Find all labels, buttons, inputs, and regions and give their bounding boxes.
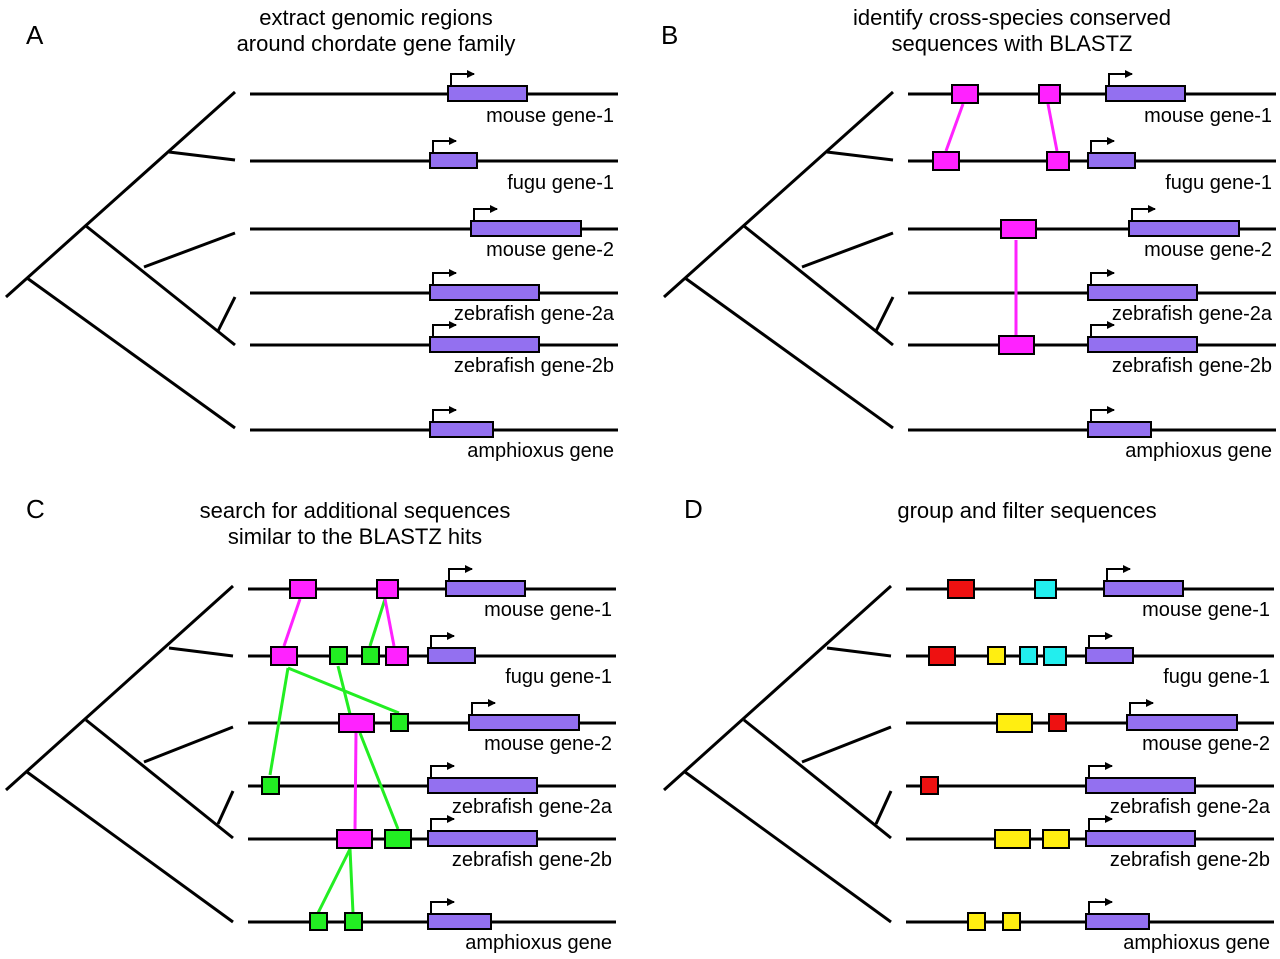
gene-label: amphioxus gene	[465, 932, 612, 954]
gene-label: zebrafish gene-2a	[1110, 796, 1271, 818]
gene-label: zebrafish gene-2a	[1112, 303, 1273, 325]
gene-box	[429, 321, 540, 353]
panel-letter: C	[26, 494, 45, 524]
panel-letter: B	[661, 20, 678, 50]
gene-labels: mouse gene-1 fugu gene-1 mouse gene-2 ze…	[454, 105, 615, 462]
gene-box	[427, 762, 538, 794]
gene-label: zebrafish gene-2b	[454, 355, 614, 377]
panel-d: D group and filter sequences	[662, 494, 1274, 954]
gene-label: fugu gene-1	[1165, 172, 1272, 194]
gene-box	[1126, 699, 1238, 731]
gene-label: mouse gene-1	[1142, 599, 1270, 621]
gene-box	[1087, 321, 1198, 353]
gene-box	[468, 699, 580, 731]
gene-box	[470, 205, 582, 237]
phylogenetic-tree	[662, 584, 893, 924]
gene-label: mouse gene-1	[1144, 105, 1272, 127]
gene-box	[427, 898, 492, 930]
blastz-links	[282, 598, 396, 831]
gene-label: mouse gene-2	[1144, 239, 1272, 261]
panel-title: group and filter sequences	[897, 498, 1156, 523]
gene-box	[1085, 762, 1196, 794]
gene-labels: mouse gene-1 fugu gene-1 mouse gene-2 ze…	[452, 599, 613, 954]
panel-b: B identify cross-species conserved seque…	[661, 5, 1276, 462]
gene-box	[427, 632, 476, 664]
phylogenetic-tree	[662, 90, 895, 430]
gene-label: mouse gene-1	[486, 105, 614, 127]
gene-box	[429, 137, 478, 169]
blastz-links	[944, 103, 1059, 336]
gene-label: mouse gene-2	[1142, 733, 1270, 755]
gene-box	[447, 70, 528, 102]
genomic-regions	[248, 565, 616, 931]
gene-box	[445, 565, 526, 597]
panel-c: C search for additional sequences simila…	[4, 494, 616, 954]
gene-label: amphioxus gene	[1123, 932, 1270, 954]
panel-title: identify cross-species conserved	[853, 5, 1171, 30]
panel-title: extract genomic regions	[259, 5, 493, 30]
gene-box	[427, 815, 538, 847]
genomic-regions	[250, 70, 618, 438]
gene-box	[429, 269, 540, 301]
panel-letter: A	[26, 20, 44, 50]
gene-label: amphioxus gene	[467, 440, 614, 462]
gene-label: zebrafish gene-2b	[1110, 849, 1270, 871]
gene-box	[1087, 406, 1152, 438]
gene-label: zebrafish gene-2b	[1112, 355, 1272, 377]
gene-label: zebrafish gene-2a	[452, 796, 613, 818]
panel-title: around chordate gene family	[237, 31, 516, 56]
yellow-group-element	[967, 646, 1070, 931]
gene-box	[429, 406, 494, 438]
gene-label: fugu gene-1	[505, 666, 612, 688]
gene-box	[1105, 70, 1186, 102]
panel-a: A extract genomic regions around chordat…	[4, 5, 618, 462]
similarity-links	[268, 598, 400, 914]
phylogenetic-tree	[4, 90, 237, 430]
gene-label: mouse gene-1	[484, 599, 612, 621]
blastz-hit	[270, 579, 409, 849]
similar-hit	[261, 646, 412, 931]
gene-label: mouse gene-2	[484, 733, 612, 755]
gene-label: fugu gene-1	[1163, 666, 1270, 688]
gene-labels: mouse gene-1 fugu gene-1 mouse gene-2 ze…	[1110, 599, 1271, 954]
cyan-group-element	[1019, 579, 1067, 666]
gene-label: fugu gene-1	[507, 172, 614, 194]
genomic-regions	[906, 565, 1274, 931]
phylogenetic-tree	[4, 584, 235, 924]
gene-label: mouse gene-2	[486, 239, 614, 261]
panel-letter: D	[684, 494, 703, 524]
gene-labels: mouse gene-1 fugu gene-1 mouse gene-2 ze…	[1112, 105, 1273, 462]
gene-label: amphioxus gene	[1125, 440, 1272, 462]
panel-title: search for additional sequences	[200, 498, 511, 523]
gene-label: zebrafish gene-2b	[452, 849, 612, 871]
gene-label: zebrafish gene-2a	[454, 303, 615, 325]
red-group-element	[920, 579, 1067, 795]
genomic-regions	[908, 70, 1276, 438]
gene-box	[1085, 898, 1150, 930]
panel-title: sequences with BLASTZ	[892, 31, 1133, 56]
gene-box	[1085, 632, 1134, 664]
gene-box	[1128, 205, 1240, 237]
gene-box	[1087, 137, 1136, 169]
gene-box	[1085, 815, 1196, 847]
panel-title: similar to the BLASTZ hits	[228, 524, 482, 549]
gene-box	[1103, 565, 1184, 597]
gene-box	[1087, 269, 1198, 301]
blastz-hit	[932, 84, 1070, 355]
